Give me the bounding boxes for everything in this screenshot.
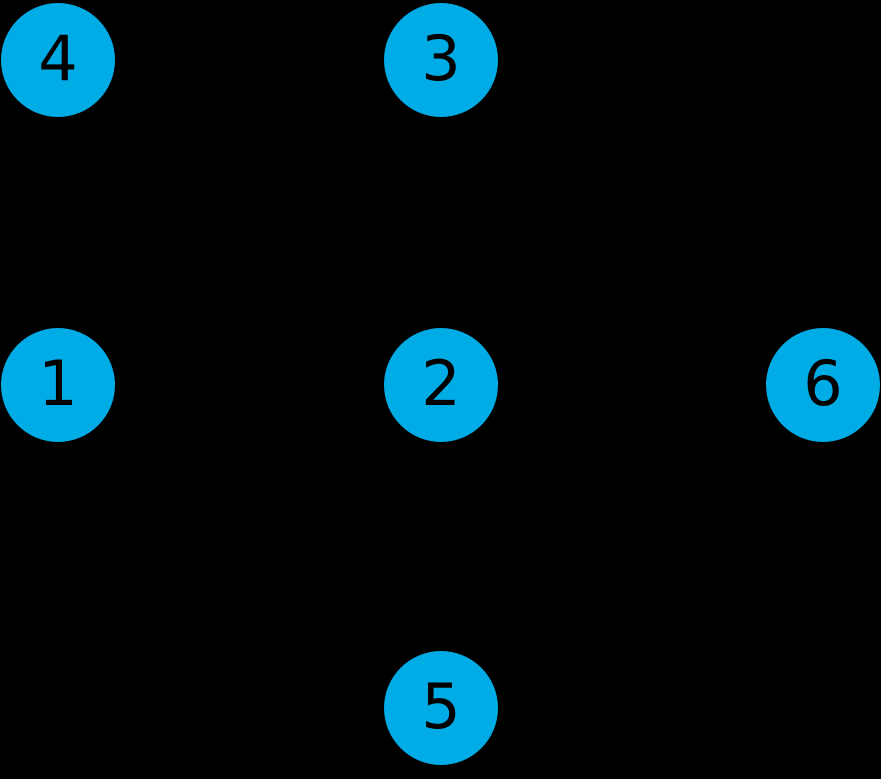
graph-node-5-label: 5: [421, 670, 461, 743]
graph-node-6-label: 6: [803, 347, 843, 420]
graph-node-2-label: 2: [421, 347, 461, 420]
graph-node-2[interactable]: 2: [384, 328, 498, 442]
graph-node-1[interactable]: 1: [1, 328, 115, 442]
graph-node-4[interactable]: 4: [1, 3, 115, 117]
graph-node-1-label: 1: [38, 347, 78, 420]
graph-node-4-label: 4: [38, 22, 78, 95]
graph-node-5[interactable]: 5: [384, 651, 498, 765]
graph-node-6[interactable]: 6: [766, 328, 880, 442]
graph-node-3-label: 3: [421, 22, 461, 95]
graph-node-3[interactable]: 3: [384, 3, 498, 117]
